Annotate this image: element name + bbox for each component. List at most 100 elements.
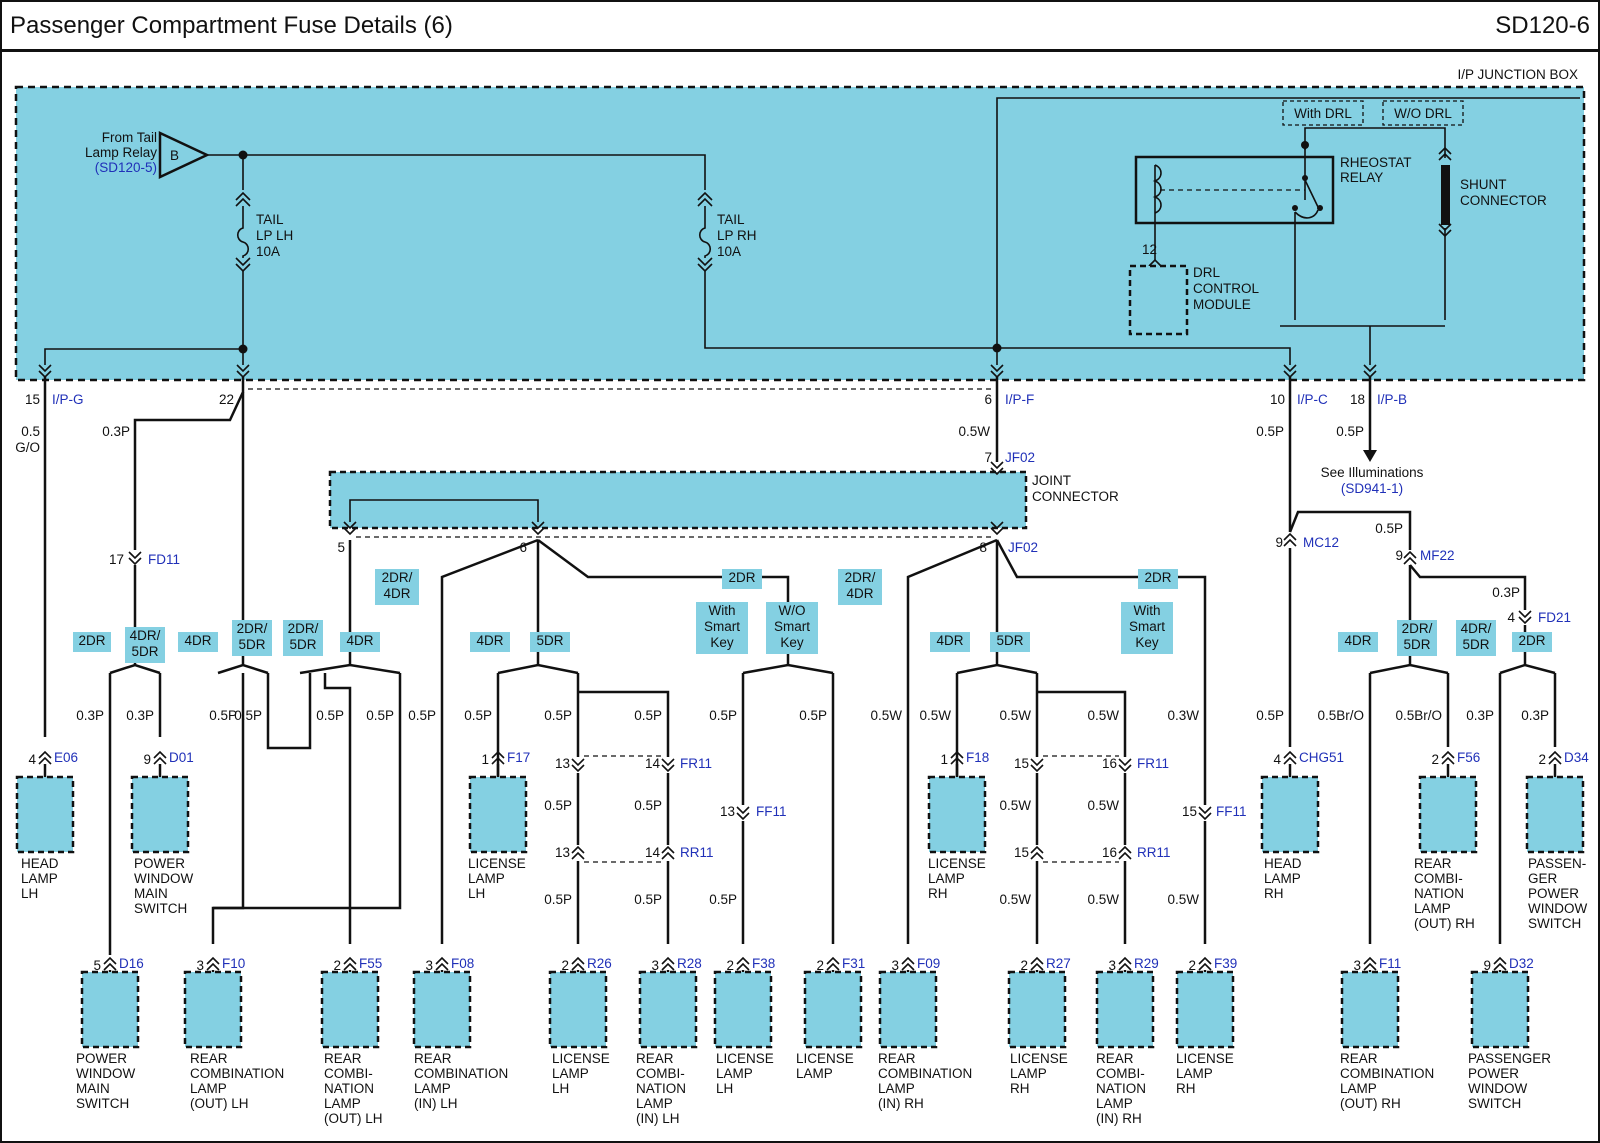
ipg-wire-color: G/O bbox=[15, 440, 40, 455]
svg-text:5DR: 5DR bbox=[536, 633, 563, 648]
ff11-pin-a: 13 bbox=[720, 804, 735, 819]
wire-size-label: 0.5P bbox=[234, 708, 262, 723]
source-ref: (SD120-5) bbox=[95, 160, 157, 175]
drl-pin: 12 bbox=[1142, 242, 1157, 257]
svg-text:2DR/: 2DR/ bbox=[1402, 621, 1433, 636]
svg-text:2DR/: 2DR/ bbox=[382, 570, 413, 585]
component-pin: 4 bbox=[1273, 752, 1281, 767]
wo-drl-box bbox=[1382, 100, 1464, 126]
svg-text:5DR: 5DR bbox=[1462, 637, 1489, 652]
with-drl-label: With DRL bbox=[1294, 106, 1352, 121]
wire-size-label: 0.5W bbox=[1167, 892, 1199, 907]
component-pin: 2 bbox=[1020, 958, 1028, 973]
source-pin: B bbox=[170, 148, 179, 163]
fr11-pin-c: 15 bbox=[1014, 756, 1029, 771]
rheostat-line1: RHEOSTAT bbox=[1340, 155, 1412, 170]
wire-size-label: 0.5W bbox=[1087, 798, 1119, 813]
wire-size-label: 0.5P bbox=[709, 892, 737, 907]
wire-size-label: 0.5P bbox=[544, 798, 572, 813]
component-pin: 9 bbox=[143, 752, 151, 767]
tag-2dr-b: 2DR bbox=[722, 569, 762, 589]
ipc-pin: 10 bbox=[1270, 392, 1285, 407]
component-connector-id: E06 bbox=[54, 750, 78, 765]
joint-pin6: 6 bbox=[519, 540, 527, 555]
component-pin: 2 bbox=[726, 958, 734, 973]
wire-size-label: 0.5W bbox=[1087, 708, 1119, 723]
mf22-pin: 9 bbox=[1395, 548, 1403, 563]
wire-size-label: 0.5W bbox=[919, 708, 951, 723]
tag-4dr-d: 4DR bbox=[930, 632, 970, 652]
component-connector-id: R26 bbox=[587, 956, 612, 971]
svg-text:4DR: 4DR bbox=[846, 586, 873, 601]
page-code: SD120-6 bbox=[1495, 12, 1590, 39]
relay-junction-dot bbox=[1301, 141, 1309, 149]
tag-4dr-e: 4DR bbox=[1338, 632, 1378, 652]
joint-in-conn: JF02 bbox=[1005, 450, 1035, 465]
ipf-conn: I/P-F bbox=[1005, 392, 1034, 407]
component-pin: 3 bbox=[891, 958, 899, 973]
wire-size-label: 0.5P bbox=[209, 708, 237, 723]
junction-dots bbox=[238, 150, 1002, 354]
svg-text:5DR: 5DR bbox=[996, 633, 1023, 648]
wire-size-label: 0.5W bbox=[870, 708, 902, 723]
svg-text:4DR: 4DR bbox=[936, 633, 963, 648]
joint-pin5: 5 bbox=[337, 540, 345, 555]
svg-text:4DR: 4DR bbox=[476, 633, 503, 648]
svg-text:Key: Key bbox=[710, 635, 734, 650]
component-connector-id: F18 bbox=[966, 750, 989, 765]
component-pin: 2 bbox=[1431, 752, 1439, 767]
ipb-wire: 0.5P bbox=[1336, 424, 1364, 439]
svg-text:2DR: 2DR bbox=[1518, 633, 1545, 648]
tag-5dr-b: 5DR bbox=[990, 632, 1030, 652]
component-pin: 1 bbox=[940, 752, 948, 767]
mc12-conn: MC12 bbox=[1303, 535, 1339, 550]
rr11-pin-b: 14 bbox=[645, 845, 661, 860]
component-connector-id: D16 bbox=[119, 956, 144, 971]
page-header: Passenger Compartment Fuse Details (6) S… bbox=[0, 0, 1600, 52]
illum-ref: (SD941-1) bbox=[1341, 481, 1403, 496]
source-line2: Lamp Relay bbox=[85, 145, 157, 160]
tag-4dr5dr-b: 4DR/5DR bbox=[1456, 620, 1496, 656]
component-connector-id: F56 bbox=[1457, 750, 1480, 765]
illum-arrow bbox=[1363, 450, 1377, 462]
wire-size-label: 0.5P bbox=[366, 708, 394, 723]
component-connector-id: F10 bbox=[222, 956, 245, 971]
ff11-conn-a: FF11 bbox=[756, 804, 787, 819]
component-connector-id: D01 bbox=[169, 750, 194, 765]
component-pin: 3 bbox=[196, 958, 204, 973]
tag-4dr5dr-a: 4DR/5DR bbox=[125, 627, 165, 663]
component-connector-id: CHG51 bbox=[1299, 750, 1344, 765]
drl-control-module bbox=[1128, 264, 1189, 336]
relay-switch bbox=[1294, 179, 1319, 219]
tag-2dr-c: 2DR bbox=[1138, 569, 1178, 589]
svg-text:2DR/: 2DR/ bbox=[845, 570, 876, 585]
component-pin: 2 bbox=[333, 958, 341, 973]
wire-size-label: 0.3W bbox=[1167, 708, 1199, 723]
relay-contact-a bbox=[1302, 175, 1308, 181]
svg-text:4DR: 4DR bbox=[346, 633, 373, 648]
ipb-pin: 18 bbox=[1350, 392, 1365, 407]
component-connector-id: F17 bbox=[507, 750, 530, 765]
svg-text:4DR/: 4DR/ bbox=[130, 628, 161, 643]
rr11-conn-a: RR11 bbox=[680, 845, 714, 860]
svg-text:5DR: 5DR bbox=[1403, 637, 1430, 652]
fd11-conn: FD11 bbox=[148, 552, 180, 567]
component-pin: 2 bbox=[561, 958, 569, 973]
component-pin: 5 bbox=[93, 958, 101, 973]
